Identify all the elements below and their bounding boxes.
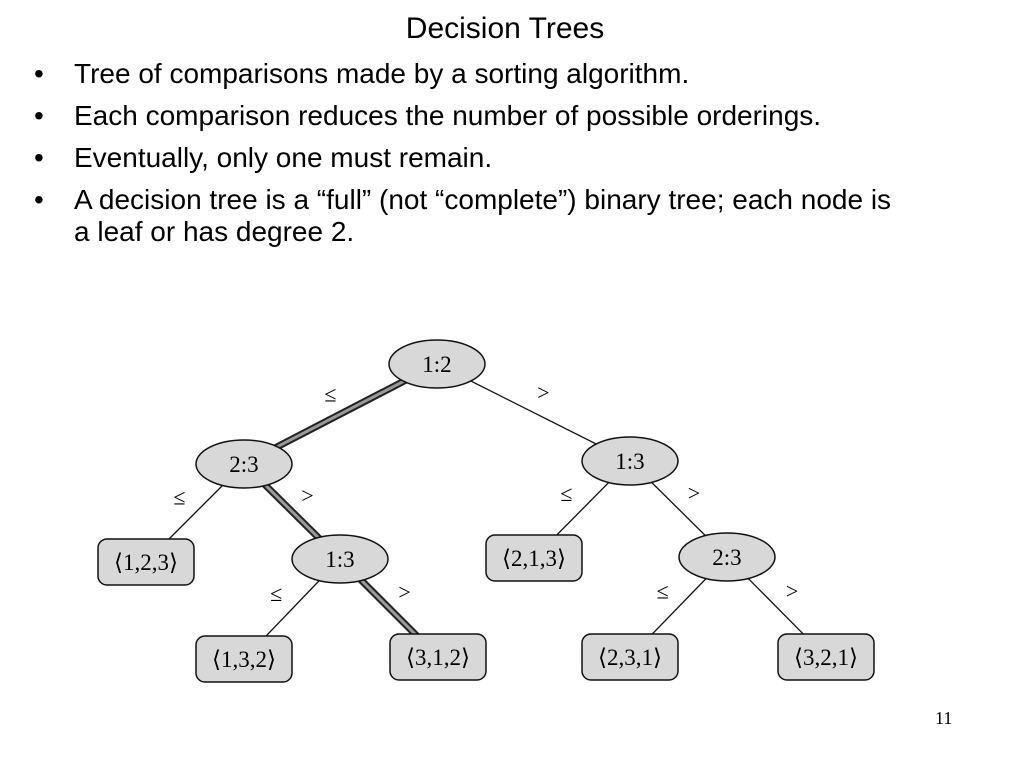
leaf-box xyxy=(389,633,487,681)
leaf-label: ⟨1,3,2⟩ xyxy=(212,647,276,672)
tree-leaf-l123: ⟨1,2,3⟩ xyxy=(97,538,195,586)
tree-leaf-l132: ⟨1,3,2⟩ xyxy=(195,635,293,683)
edge-label-n23b-l321: > xyxy=(786,579,798,604)
tree-node-n12: 1:2 xyxy=(388,339,486,389)
leaf-box xyxy=(777,633,875,681)
tree-node-n23b: 2:3 xyxy=(678,532,776,582)
edge-label-n12-n23a: ≤ xyxy=(324,381,336,406)
comparison-label: 1:3 xyxy=(615,449,644,474)
bullet-text: Each comparison reduces the number of po… xyxy=(74,100,822,131)
leaf-label: ⟨1,2,3⟩ xyxy=(114,550,178,575)
comparison-ellipse xyxy=(291,534,389,584)
tree-edges: ≤ > ≤ > ≤ > ≤ > ≤ > xyxy=(145,360,827,660)
bullet-glyph: • xyxy=(34,184,44,215)
page-number: 11 xyxy=(935,708,953,728)
leaf-label: ⟨2,3,1⟩ xyxy=(598,645,662,670)
bullet-item: • Tree of comparisons made by a sorting a… xyxy=(30,58,910,90)
leaf-label: ⟨3,1,2⟩ xyxy=(406,645,470,670)
leaf-box xyxy=(485,534,583,582)
edge-label-n23a-l123: ≤ xyxy=(173,484,185,509)
edge-label-n13a-l213: ≤ xyxy=(560,481,572,506)
leaf-box xyxy=(195,635,293,683)
leaf-box xyxy=(581,633,679,681)
comparison-label: 2:3 xyxy=(229,452,258,477)
comparison-label: 1:3 xyxy=(325,547,354,572)
leaf-box xyxy=(97,538,195,586)
tree-node-n23a: 2:3 xyxy=(195,439,293,489)
edge-label-n13b-l312: > xyxy=(398,579,410,604)
tree-node-n13a: 1:3 xyxy=(581,436,679,486)
tree-leaf-l231: ⟨2,3,1⟩ xyxy=(581,633,679,681)
edge-label-n12-n13a: > xyxy=(537,380,549,405)
bullet-text: Tree of comparisons made by a sorting al… xyxy=(74,58,690,89)
slide-title: Decision Trees xyxy=(405,12,605,45)
comparison-ellipse xyxy=(195,439,293,489)
tree-leaf-l321: ⟨3,2,1⟩ xyxy=(777,633,875,681)
bullet-text: Eventually, only one must remain. xyxy=(74,142,493,173)
bullet-glyph: • xyxy=(34,58,44,89)
edge-label-n13b-l132: ≤ xyxy=(270,581,282,606)
bullet-item: • Eventually, only one must remain. xyxy=(30,142,910,174)
comparison-ellipse xyxy=(678,532,776,582)
bullet-text: A decision tree is a “full” (not “comple… xyxy=(74,184,892,247)
bullet-list: • Tree of comparisons made by a sorting a… xyxy=(30,58,910,258)
bullet-glyph: • xyxy=(34,100,44,131)
bullet-glyph: • xyxy=(34,142,44,173)
bullet-item: • Each comparison reduces the number of p… xyxy=(30,100,910,132)
tree-leaf-l213: ⟨2,1,3⟩ xyxy=(485,534,583,582)
edge-label-n13a-n23b: > xyxy=(688,480,700,505)
edge-label-n23b-l231: ≤ xyxy=(657,579,669,604)
bullet-item: • A decision tree is a “full” (not “compl… xyxy=(30,184,910,248)
leaf-label: ⟨2,1,3⟩ xyxy=(502,546,566,571)
comparison-label: 2:3 xyxy=(712,545,741,570)
tree-nodes: 1:2 2:3 1:3 ⟨1,2,3⟩ 1:3 ⟨2,1,3⟩ 2:3 ⟨1,3,2⟩ ⟨3,1… xyxy=(97,339,875,683)
edge-label-n23a-n13b: > xyxy=(301,483,313,508)
decision-tree-diagram: ≤ > ≤ > ≤ > ≤ > ≤ > 1:2 2:3 1:3 ⟨1,2,3⟩ 1:3 ⟨2,1,3⟩ 2:3… xyxy=(97,339,875,683)
comparison-label: 1:2 xyxy=(422,352,451,377)
tree-node-n13b: 1:3 xyxy=(291,534,389,584)
tree-leaf-l312: ⟨3,1,2⟩ xyxy=(389,633,487,681)
comparison-ellipse xyxy=(581,436,679,486)
comparison-ellipse xyxy=(388,339,486,389)
leaf-label: ⟨3,2,1⟩ xyxy=(794,645,858,670)
